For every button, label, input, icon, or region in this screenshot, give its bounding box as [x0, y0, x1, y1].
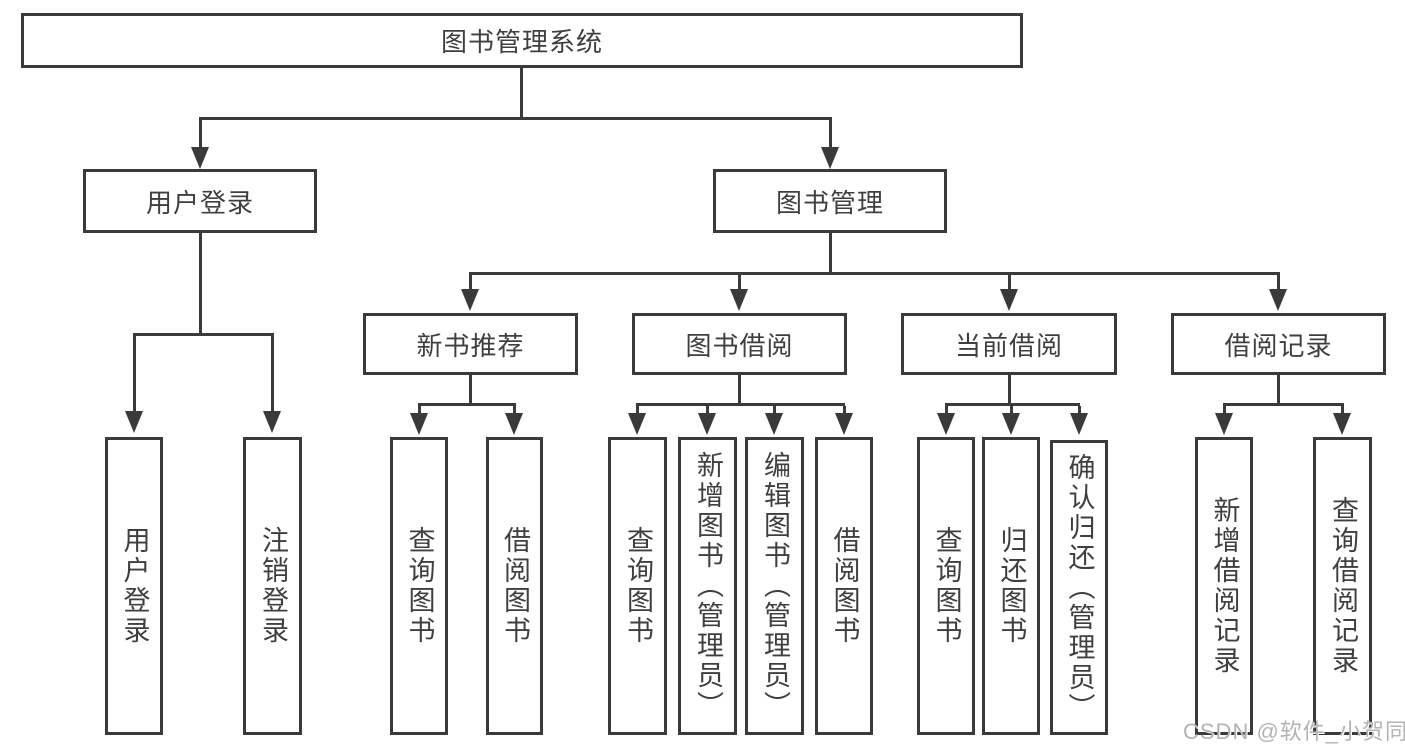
leaf-borrow-book-borrowing: 借阅图书 [815, 437, 873, 735]
arrowhead-down-icon [730, 289, 748, 311]
arrowhead-down-icon [263, 411, 281, 433]
leaf-add-book-admin-label: 新增图书（管理员） [693, 451, 723, 721]
node-book-management: 图书管理 [713, 169, 947, 233]
leaf-query-borrow-record: 查询借阅记录 [1313, 437, 1372, 735]
arrowhead-down-icon [628, 413, 646, 435]
leaf-confirm-return-admin: 确认归还（管理员） [1050, 440, 1108, 735]
leaf-query-book-recommend: 查询图书 [390, 437, 448, 735]
connector-line [829, 120, 832, 150]
node-root-label: 图书管理系统 [440, 27, 603, 57]
leaf-user-login-label: 用户登录 [119, 526, 150, 646]
node-borrowing-records-label: 借阅记录 [1224, 330, 1333, 361]
connector-line [133, 336, 136, 413]
leaf-borrow-book-borrowing-label: 借阅图书 [829, 526, 860, 646]
arrowhead-down-icon [1269, 289, 1287, 311]
leaf-return-book: 归还图书 [982, 437, 1040, 735]
node-user-login: 用户登录 [83, 169, 317, 233]
connector-line [1008, 374, 1011, 405]
node-book-management-label: 图书管理 [775, 187, 884, 218]
connector-line [843, 406, 846, 415]
connector-line [738, 374, 741, 405]
node-current-borrowing-label: 当前借阅 [954, 330, 1063, 361]
connector-line [1277, 275, 1280, 292]
leaf-edit-book-admin-label: 编辑图书（管理员） [760, 451, 790, 721]
connector-line [199, 117, 832, 120]
leaf-query-book-current: 查询图书 [917, 437, 975, 735]
arrowhead-down-icon [505, 413, 523, 435]
connector-line [1223, 403, 1344, 406]
leaf-borrow-book-recommend: 借阅图书 [486, 437, 543, 735]
arrowhead-down-icon [410, 413, 428, 435]
connector-line [636, 403, 845, 406]
csdn-watermark: CSDN @软件_小贺同学 [1183, 719, 1405, 744]
arrowhead-down-icon [125, 411, 143, 433]
leaf-query-book-borrowing-label: 查询图书 [623, 526, 653, 646]
leaf-confirm-return-admin-label: 确认归还（管理员） [1064, 452, 1095, 723]
arrowhead-down-icon [765, 413, 783, 435]
arrowhead-down-icon [1070, 413, 1088, 435]
connector-line [1078, 406, 1081, 415]
node-borrowing-records: 借阅记录 [1171, 313, 1386, 375]
leaf-add-book-admin: 新增图书（管理员） [678, 437, 737, 735]
connector-line [706, 406, 709, 415]
arrowhead-down-icon [1333, 413, 1351, 435]
arrowhead-down-icon [698, 413, 716, 435]
arrowhead-down-icon [1002, 413, 1020, 435]
node-current-borrowing: 当前借阅 [901, 313, 1117, 375]
leaf-logout: 注销登录 [243, 437, 302, 735]
arrowhead-down-icon [835, 413, 853, 435]
connector-line [133, 333, 274, 336]
connector-line [199, 120, 202, 150]
arrowhead-down-icon [1000, 289, 1018, 311]
connector-line [271, 336, 274, 413]
connector-line [199, 233, 202, 335]
connector-line [1008, 275, 1011, 292]
node-book-borrowing: 图书借阅 [632, 313, 847, 375]
arrowhead-down-icon [937, 413, 955, 435]
leaf-borrow-book-recommend-label: 借阅图书 [500, 526, 530, 646]
node-root: 图书管理系统 [21, 13, 1023, 68]
leaf-return-book-label: 归还图书 [996, 526, 1027, 646]
leaf-add-borrow-record-label: 新增借阅记录 [1209, 496, 1240, 676]
arrowhead-down-icon [191, 147, 209, 169]
node-user-login-label: 用户登录 [145, 187, 254, 218]
connector-line [469, 374, 472, 405]
connector-line [469, 272, 1280, 275]
connector-line [520, 68, 523, 120]
leaf-logout-label: 注销登录 [258, 526, 288, 646]
leaf-query-book-current-label: 查询图书 [931, 526, 962, 646]
leaf-add-borrow-record: 新增借阅记录 [1195, 437, 1253, 735]
arrowhead-down-icon [1215, 413, 1233, 435]
connector-line [1277, 374, 1280, 405]
node-new-book-recommend: 新书推荐 [363, 313, 578, 375]
leaf-edit-book-admin: 编辑图书（管理员） [745, 437, 804, 735]
connector-line [945, 403, 1080, 406]
leaf-query-book-borrowing: 查询图书 [608, 437, 667, 735]
connector-line [738, 275, 741, 292]
connector-line [945, 406, 948, 415]
node-book-borrowing-label: 图书借阅 [685, 330, 794, 361]
connector-line [1341, 406, 1344, 415]
leaf-user-login: 用户登录 [105, 437, 163, 735]
connector-line [636, 406, 639, 415]
connector-line [418, 403, 516, 406]
connector-line [829, 233, 832, 275]
leaf-query-book-recommend-label: 查询图书 [404, 526, 435, 646]
arrowhead-down-icon [821, 147, 839, 169]
connector-line [1010, 406, 1013, 415]
connector-line [513, 406, 516, 415]
connector-line [469, 275, 472, 292]
connector-line [773, 406, 776, 415]
connector-line [418, 406, 421, 415]
node-new-book-recommend-label: 新书推荐 [416, 330, 525, 361]
arrowhead-down-icon [461, 289, 479, 311]
leaf-query-borrow-record-label: 查询借阅记录 [1328, 496, 1358, 676]
connector-line [1223, 406, 1226, 415]
